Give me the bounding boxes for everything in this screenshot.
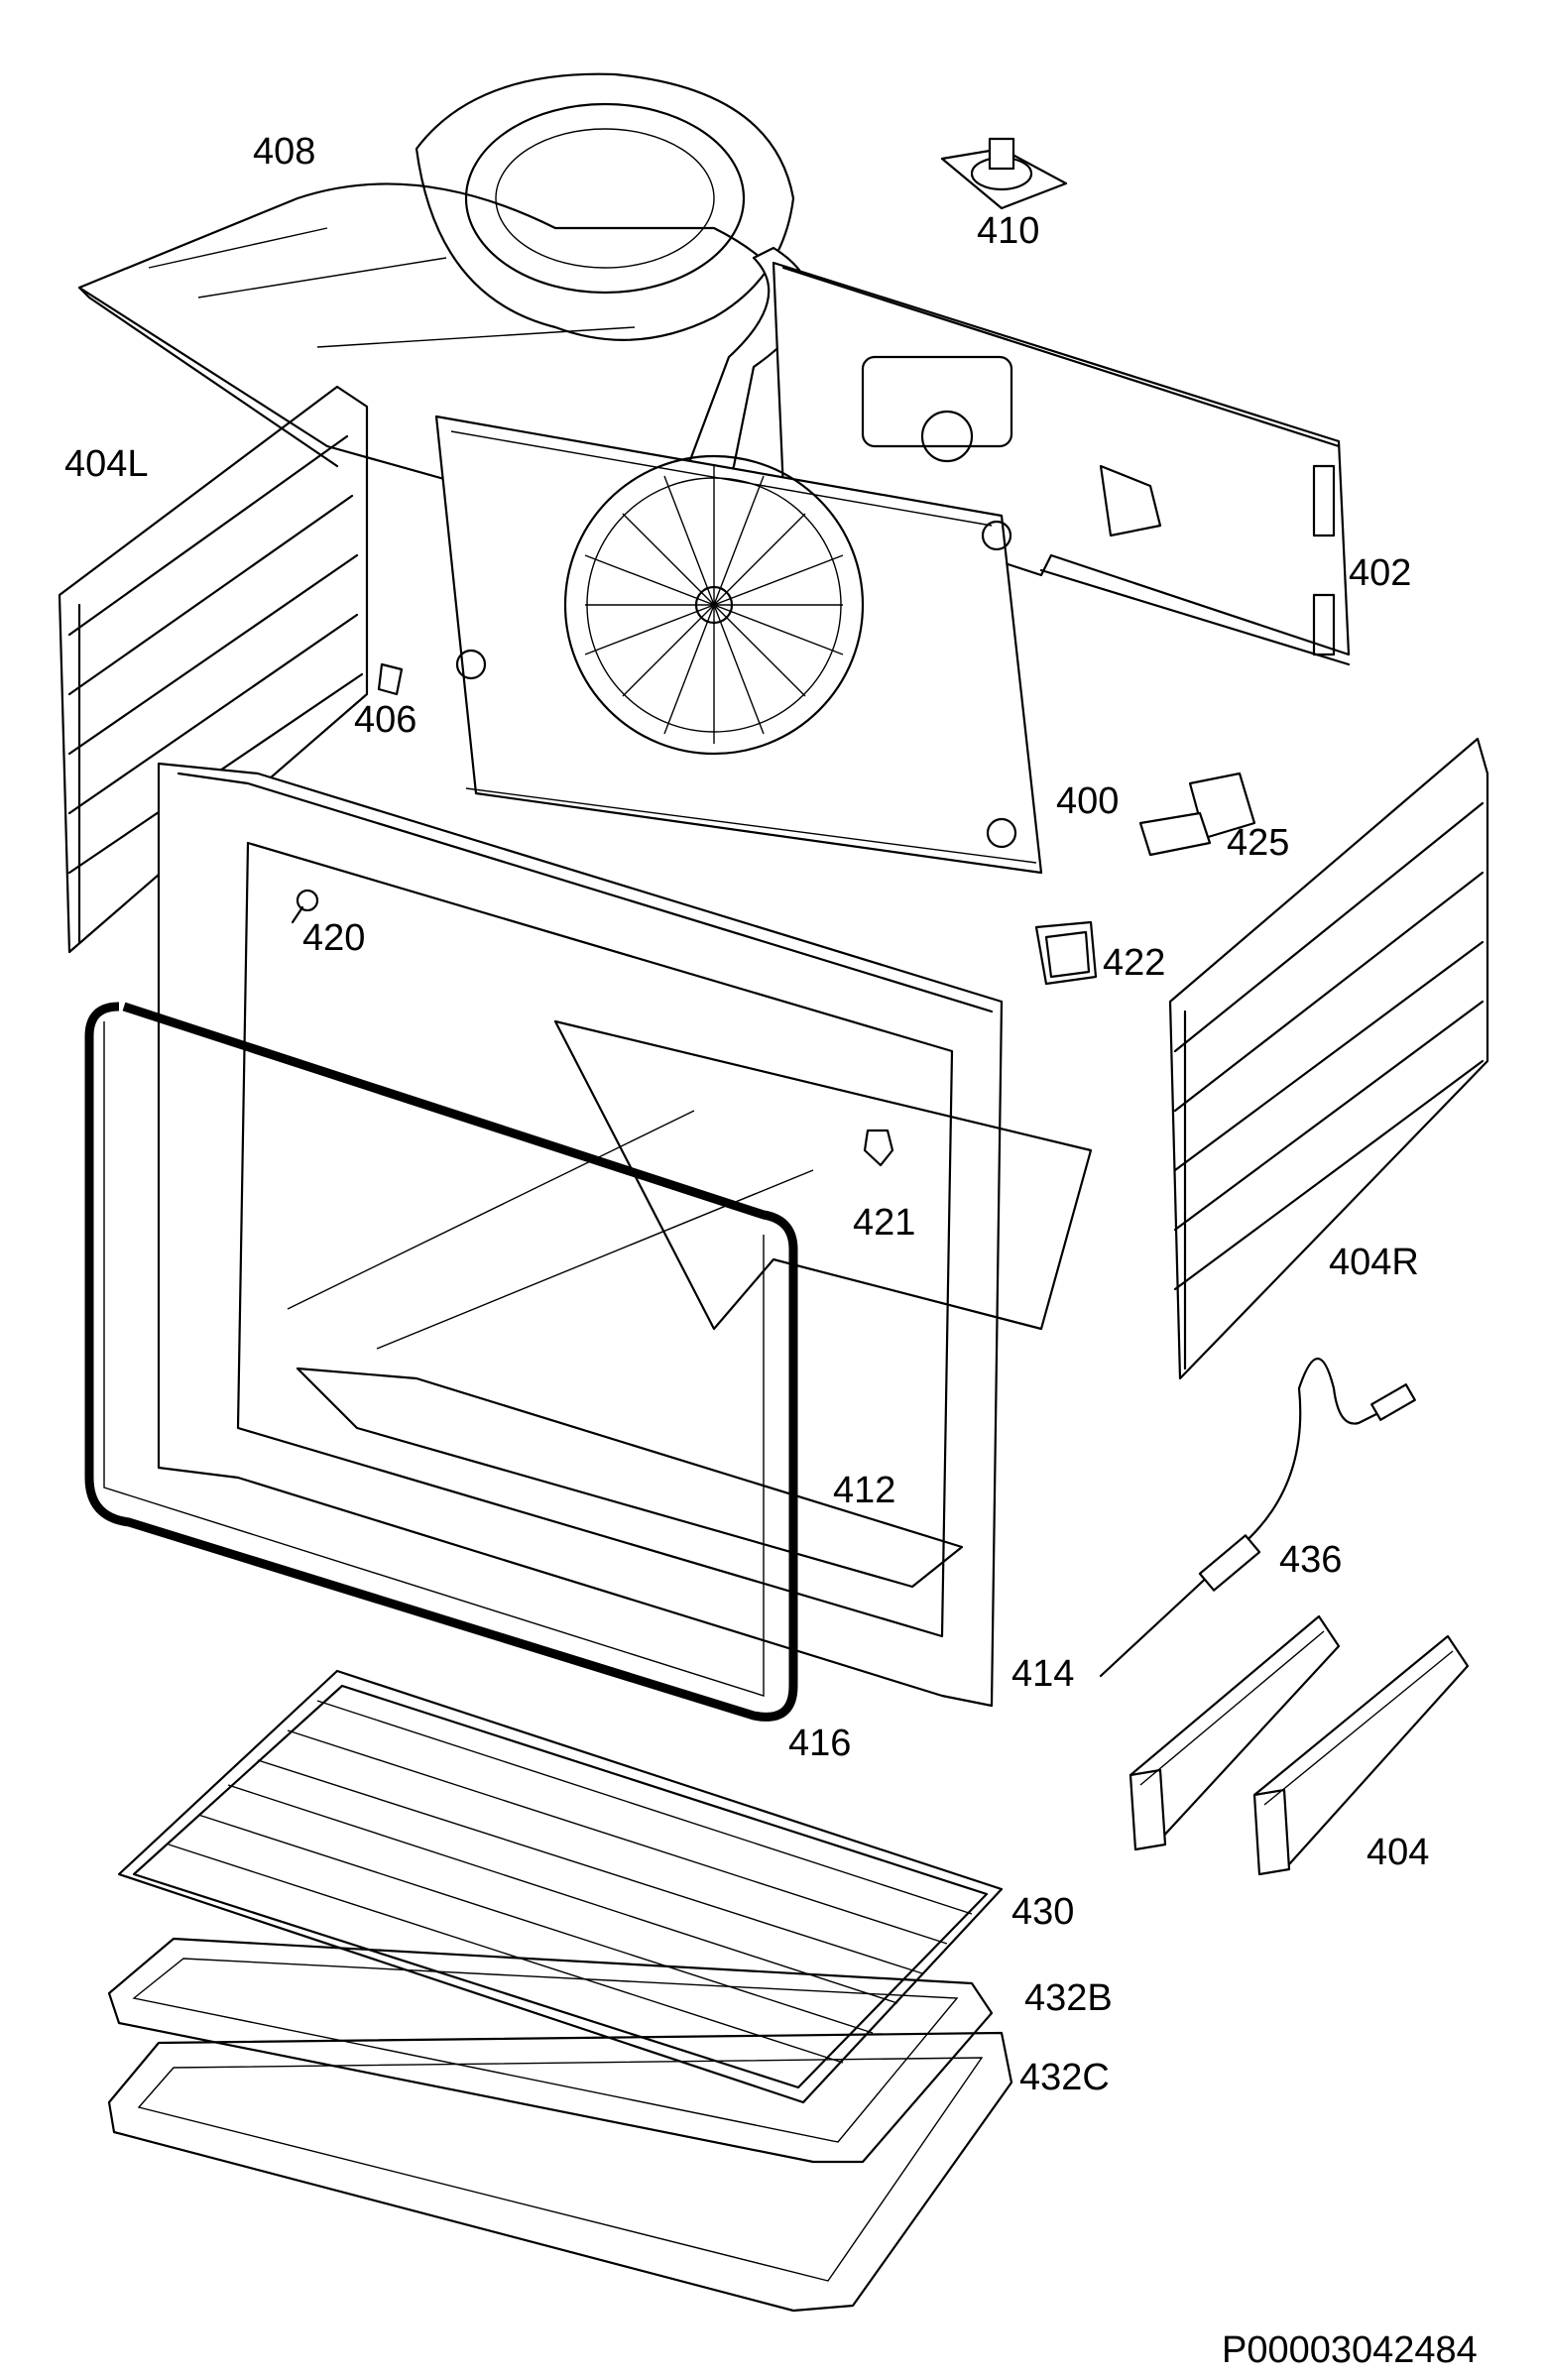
part-421-fitting[interactable] xyxy=(863,1129,894,1167)
label-404R: 404R xyxy=(1329,1242,1419,1283)
label-421: 421 xyxy=(853,1202,915,1244)
part-422-lamp-holder[interactable] xyxy=(1034,920,1098,986)
label-400: 400 xyxy=(1056,780,1119,822)
part-416-door-seal[interactable] xyxy=(84,1002,798,1722)
label-408: 408 xyxy=(253,131,315,173)
label-402: 402 xyxy=(1349,552,1411,594)
label-425: 425 xyxy=(1227,822,1289,864)
part-404L-left-rack[interactable] xyxy=(58,385,369,954)
part-432C-deep-tray[interactable] xyxy=(107,2031,1013,2313)
part-432B-baking-tray[interactable] xyxy=(107,1937,994,2164)
document-code: P00003042484 xyxy=(1222,2329,1478,2371)
part-420-screw[interactable] xyxy=(291,889,319,924)
label-404: 404 xyxy=(1367,1832,1429,1873)
label-412: 412 xyxy=(833,1470,895,1511)
part-406-clip[interactable] xyxy=(377,662,404,696)
part-430-wire-shelf[interactable] xyxy=(117,1669,1004,2104)
part-400-back-wall[interactable] xyxy=(434,415,1043,875)
label-436: 436 xyxy=(1279,1539,1342,1581)
label-406: 406 xyxy=(354,699,416,741)
part-404R-right-rack[interactable] xyxy=(1168,737,1489,1380)
part-410-fan-mount[interactable] xyxy=(940,137,1068,210)
label-416: 416 xyxy=(788,1723,851,1764)
part-425-switch[interactable] xyxy=(1138,772,1256,857)
part-404-telescopic-runners[interactable] xyxy=(1129,1614,1470,1876)
label-432C: 432C xyxy=(1019,2057,1110,2098)
label-410: 410 xyxy=(977,210,1039,252)
label-404L: 404L xyxy=(64,443,149,485)
label-422: 422 xyxy=(1103,942,1165,984)
label-414: 414 xyxy=(1011,1653,1074,1695)
label-420: 420 xyxy=(302,917,365,959)
label-432B: 432B xyxy=(1024,1977,1113,2019)
label-430: 430 xyxy=(1011,1891,1074,1933)
part-436-probe[interactable] xyxy=(1099,1357,1416,1678)
